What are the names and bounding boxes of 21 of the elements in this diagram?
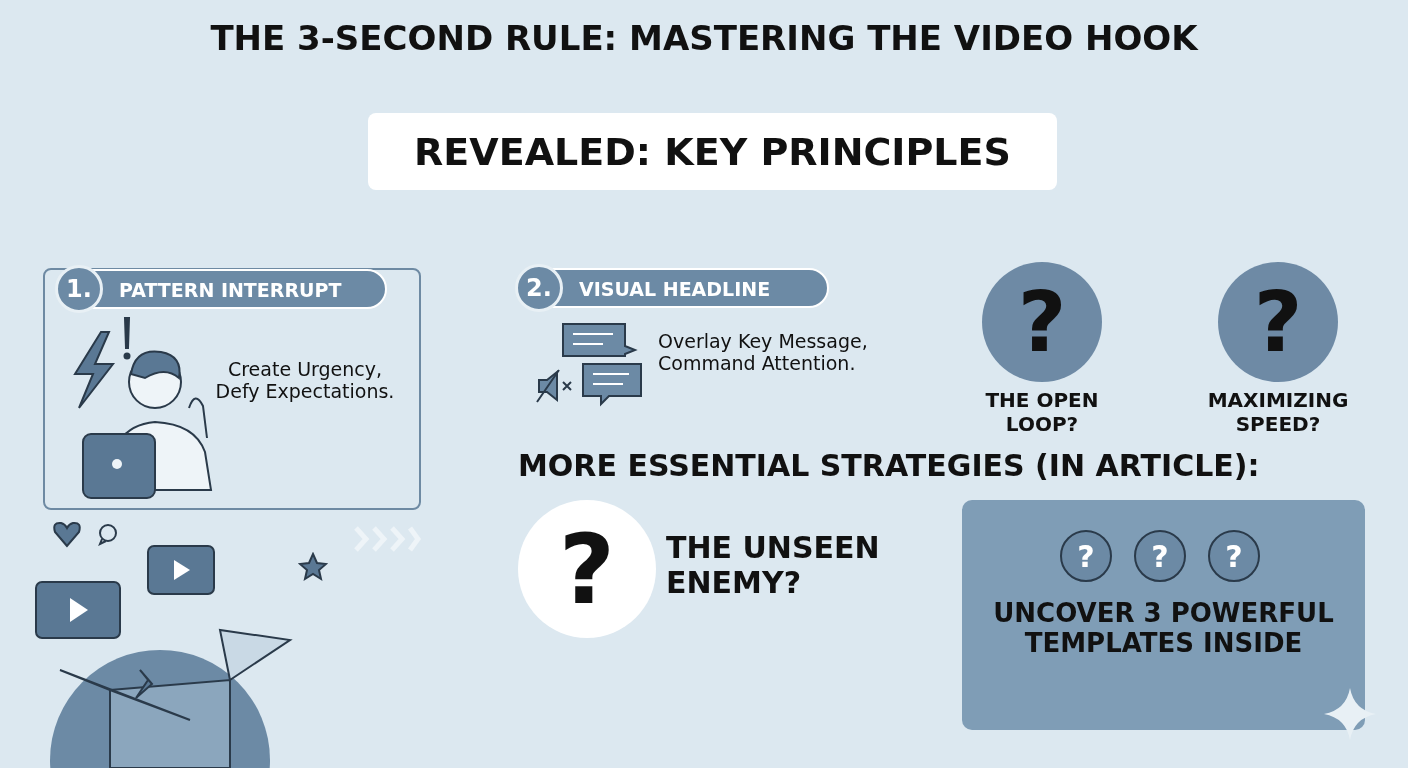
number-badge: 2. (515, 264, 563, 312)
banner-box: REVEALED: KEY PRINCIPLES (368, 113, 1057, 190)
page-title: THE 3-SECOND RULE: MASTERING THE VIDEO HOOK (209, 18, 1200, 58)
question-circle: ? (1208, 530, 1260, 582)
card-panel (43, 268, 421, 510)
question-circle: ? (518, 500, 656, 638)
question-caption: THE UNSEEN ENEMY? (666, 530, 881, 600)
section-heading: MORE ESSENTIAL STRATEGIES (IN ARTICLE): (518, 448, 1260, 483)
question-circle: ? (1134, 530, 1186, 582)
question-caption: THE OPEN LOOP? (984, 388, 1100, 436)
teaser-panel (962, 500, 1365, 730)
question-circle: ? (1060, 530, 1112, 582)
panel-text: UNCOVER 3 POWERFUL TEMPLATES INSIDE (992, 598, 1335, 658)
section-title: PATTERN INTERRUPT (119, 279, 342, 301)
number-badge: 1. (55, 265, 103, 313)
question-caption: MAXIMIZING SPEED? (1206, 388, 1350, 436)
question-circle: ? (982, 262, 1102, 382)
description-text: Overlay Key Message, Command Attention. (658, 330, 869, 374)
description-text: Create Urgency, Defy Expectations. (214, 358, 396, 402)
question-circle: ? (1218, 262, 1338, 382)
section-title: VISUAL HEADLINE (579, 278, 771, 300)
